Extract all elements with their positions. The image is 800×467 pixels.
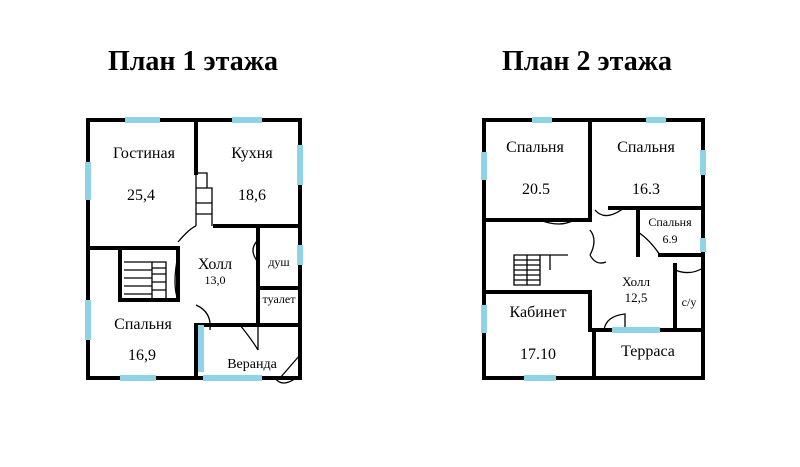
floor1-hall-name: Холл — [198, 256, 232, 273]
floor2-office-area: 17.10 — [520, 346, 556, 363]
floor2-bedroom1-area: 20.5 — [522, 181, 550, 198]
floor1-title: План 1 этажа — [108, 46, 278, 77]
floor1-staircase — [124, 261, 167, 298]
floor2-bedroom2-name: Спальня — [617, 139, 675, 156]
floor1-plan: План 1 этажа — [85, 46, 303, 384]
floor1-bedroom-area: 16,9 — [128, 347, 156, 364]
floor2-title: План 2 этажа — [502, 46, 672, 77]
floor2-doors — [539, 207, 704, 331]
floor2-bedroom1-name: Спальня — [506, 139, 564, 156]
floor1-kitchen-area: 18,6 — [238, 187, 266, 204]
floor1-kitchen-stair — [195, 172, 213, 226]
floor1-outer-walls — [86, 118, 302, 380]
floor2-windows — [481, 117, 706, 381]
floor1-hall-area: 13,0 — [205, 273, 226, 287]
floor2-staircase — [513, 254, 568, 286]
floor1-kitchen-name: Кухня — [231, 145, 273, 162]
floor1-windows — [85, 117, 303, 381]
floor2-plan: План 2 этажа — [481, 46, 706, 381]
floor2-terrace-name: Терраса — [621, 343, 675, 360]
floor1-shower-name: душ — [268, 255, 290, 269]
floor2-office-name: Кабинет — [510, 304, 567, 321]
floor1-doors — [174, 225, 301, 384]
floor2-bedroom3-area: 6.9 — [663, 232, 678, 246]
floor2-wc-name: с/у — [682, 295, 697, 309]
floor1-veranda-name: Веранда — [227, 357, 277, 372]
floor1-toilet-name: туалет — [263, 292, 297, 306]
floor2-hall-area: 12,5 — [625, 290, 648, 305]
floor2-bedroom3-name: Спальня — [648, 215, 692, 229]
floor1-living-area: 25,4 — [127, 187, 155, 204]
floor2-bedroom2-area: 16.3 — [632, 181, 660, 198]
floor1-living-name: Гостиная — [113, 145, 176, 162]
floor1-bedroom-name: Спальня — [114, 316, 172, 333]
floor2-hall-name: Холл — [622, 274, 650, 289]
